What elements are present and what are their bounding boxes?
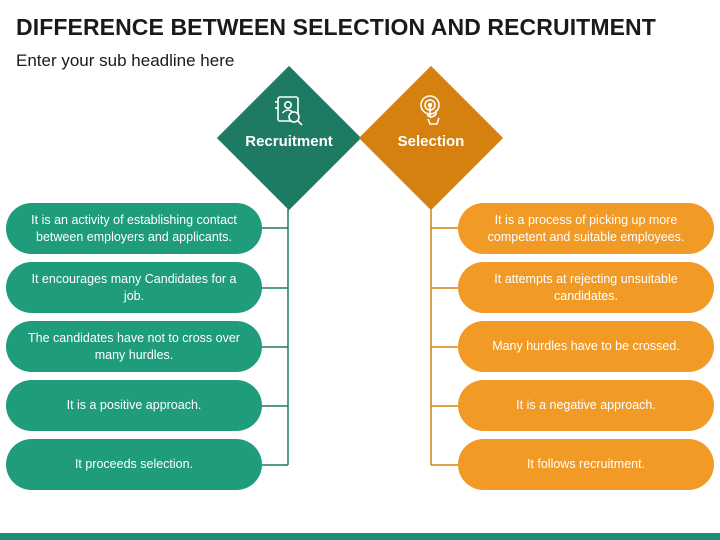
page-subtitle: Enter your sub headline here bbox=[16, 51, 235, 70]
footer-bar bbox=[0, 533, 720, 540]
recruitment-item: It is a positive approach. bbox=[6, 380, 262, 431]
recruitment-item: The candidates have not to cross over ma… bbox=[6, 321, 262, 372]
target-touch-icon bbox=[420, 95, 440, 125]
recruitment-item: It encourages many Candidates for a job. bbox=[6, 262, 262, 313]
recruitment-item: It is an activity of establishing contac… bbox=[6, 203, 262, 254]
page-title: DIFFERENCE BETWEEN SELECTION AND RECRUIT… bbox=[16, 14, 656, 40]
recruitment-item: It proceeds selection. bbox=[6, 439, 262, 490]
selection-item: It follows recruitment. bbox=[458, 439, 714, 490]
recruitment-diamond: Recruitment bbox=[216, 65, 362, 211]
selection-item: It is a negative approach. bbox=[458, 380, 714, 431]
recruitment-profile-icon bbox=[275, 96, 303, 126]
selection-item: Many hurdles have to be crossed. bbox=[458, 321, 714, 372]
selection-item: It attempts at rejecting unsuitable cand… bbox=[458, 262, 714, 313]
selection-item: It is a process of picking up more compe… bbox=[458, 203, 714, 254]
selection-diamond: Selection bbox=[358, 65, 504, 211]
selection-label: Selection bbox=[397, 133, 465, 150]
recruitment-label: Recruitment bbox=[245, 133, 333, 150]
